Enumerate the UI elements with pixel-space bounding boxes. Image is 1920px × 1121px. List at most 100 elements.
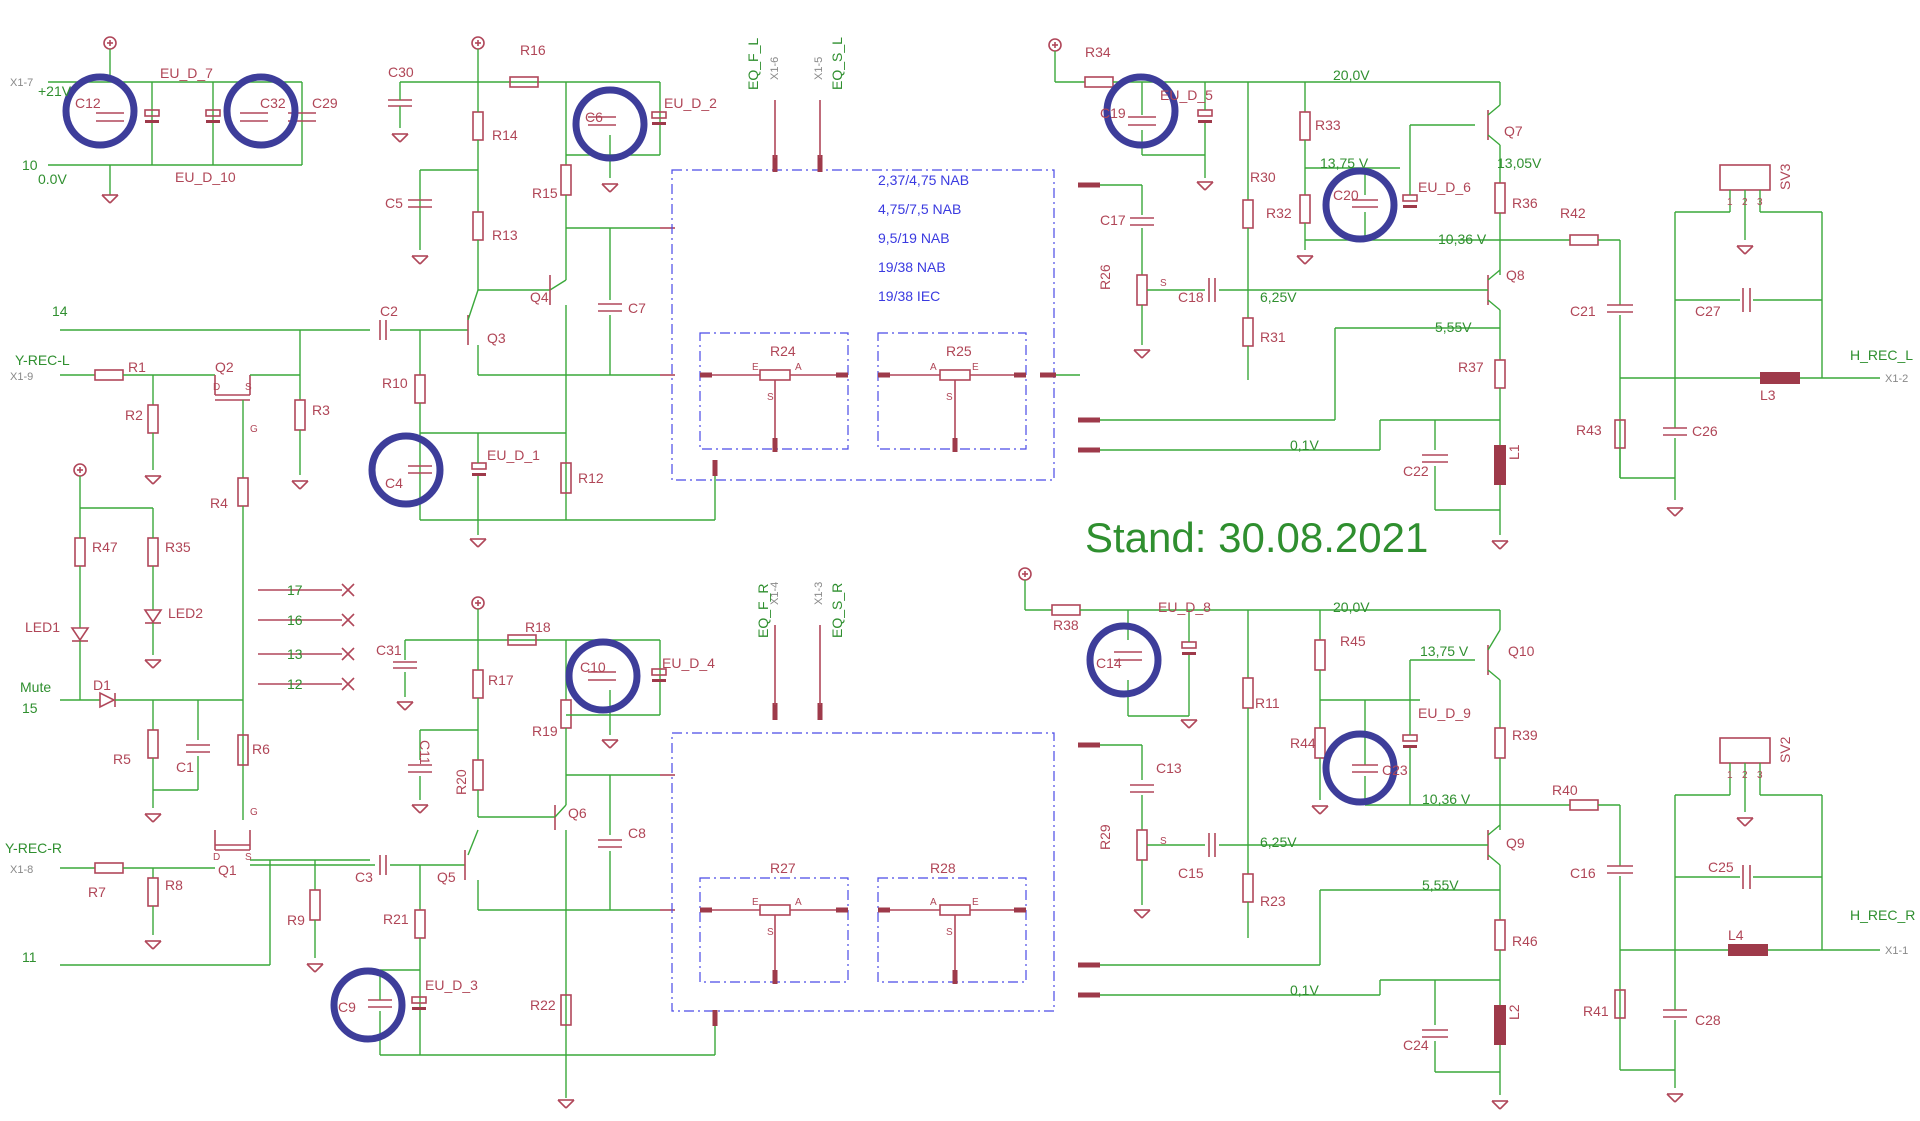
part-label: EU_D_3 — [425, 977, 478, 993]
connector-x1-7: X1-7 — [10, 77, 33, 89]
voltage-label: 6,25V — [1260, 834, 1297, 850]
part-label: C4 — [385, 475, 403, 491]
part-label: Q10 — [1508, 643, 1535, 659]
pin-mark: S — [1160, 278, 1167, 289]
part-label: Q6 — [568, 805, 587, 821]
output-stage-bottom — [1018, 567, 1880, 1110]
part-label: EU_D_8 — [1158, 599, 1211, 615]
eq-mode-5: 19/38 IEC — [878, 288, 940, 304]
part-label: EU_D_9 — [1418, 705, 1471, 721]
net-eq-f-l: EQ_F_L — [745, 38, 761, 90]
pin-mark: 3 — [1757, 197, 1763, 208]
part-label: R30 — [1250, 169, 1276, 185]
part-label: R46 — [1512, 933, 1538, 949]
part-label: C16 — [1570, 865, 1596, 881]
voltage-label: 20,0V — [1333, 67, 1370, 83]
net-11: 11 — [22, 949, 37, 965]
highlight-circle — [1322, 730, 1398, 806]
voltage-label: 13,05V — [1497, 155, 1542, 171]
pin-mark: G — [250, 424, 258, 435]
pin-mark: 1 — [1727, 197, 1733, 208]
pin-mark: G — [250, 807, 258, 818]
pin-mark: S — [946, 392, 953, 403]
net-15: 15 — [22, 700, 38, 716]
part-label: R28 — [930, 860, 956, 876]
part-label: C25 — [1708, 859, 1734, 875]
pin-mark: S — [767, 927, 774, 938]
part-label: C27 — [1695, 303, 1721, 319]
part-label: C15 — [1178, 865, 1204, 881]
part-label: R20 — [453, 769, 469, 795]
part-label: C19 — [1100, 105, 1126, 121]
part-label: R2 — [125, 407, 143, 423]
net-12: 12 — [287, 676, 303, 692]
part-label: R33 — [1315, 117, 1341, 133]
part-label: R40 — [1552, 782, 1578, 798]
connector-x1-3: X1-3 — [813, 582, 825, 605]
part-label: R27 — [770, 860, 796, 876]
input-stage-left — [60, 330, 370, 973]
pin-mark: D — [213, 382, 220, 393]
part-label: Q7 — [1504, 123, 1523, 139]
net-y-rec-r: Y-REC-R — [5, 840, 62, 856]
preamp-left — [60, 36, 716, 548]
pin-mark: 3 — [1757, 770, 1763, 781]
part-label: R23 — [1260, 893, 1286, 909]
part-label: EU_D_6 — [1418, 179, 1471, 195]
output-stage-top — [1048, 38, 1880, 550]
eq-box-bottom — [671, 625, 1055, 1026]
eq-mode-3: 9,5/19 NAB — [878, 230, 950, 246]
part-label: C29 — [312, 95, 338, 111]
part-label: R37 — [1458, 359, 1484, 375]
part-label: R13 — [492, 227, 518, 243]
part-label: R38 — [1053, 617, 1079, 633]
connector-x1-2: X1-2 — [1885, 373, 1908, 385]
part-label: C32 — [260, 95, 286, 111]
part-label: R39 — [1512, 727, 1538, 743]
pin-mark: E — [752, 362, 759, 373]
highlight-circle — [565, 638, 641, 714]
part-label: R32 — [1266, 205, 1292, 221]
part-label: R15 — [532, 185, 558, 201]
connector-x1-6: X1-6 — [769, 57, 781, 80]
highlight-circle — [1322, 167, 1398, 243]
part-label: R21 — [383, 911, 409, 927]
part-label: R44 — [1290, 735, 1316, 751]
part-label: R5 — [113, 751, 131, 767]
part-label: R47 — [92, 539, 118, 555]
part-label: R42 — [1560, 205, 1586, 221]
part-label: R41 — [1583, 1003, 1609, 1019]
pin-mark: 2 — [1742, 197, 1748, 208]
part-label: R9 — [287, 912, 305, 928]
part-label: C20 — [1333, 187, 1359, 203]
part-label: Q3 — [487, 330, 506, 346]
part-label: C28 — [1695, 1012, 1721, 1028]
pin-mark: E — [972, 362, 979, 373]
voltage-label: 5,55V — [1435, 319, 1472, 335]
net-eq-s-r: EQ_S_R — [829, 583, 845, 638]
highlight-circle — [223, 73, 299, 149]
part-label: SV2 — [1777, 736, 1793, 763]
part-label: R11 — [1255, 695, 1280, 711]
part-label: R26 — [1097, 264, 1113, 290]
net-14: 14 — [52, 303, 68, 319]
part-label: Q4 — [530, 289, 549, 305]
net-21v: +21V — [38, 83, 72, 99]
connector-x1-4: X1-4 — [769, 582, 781, 605]
part-label: R12 — [578, 470, 604, 486]
highlight-circle — [62, 73, 138, 149]
part-label: C17 — [1100, 212, 1126, 228]
highlight-circle — [572, 86, 648, 162]
part-label: R10 — [382, 375, 408, 391]
part-label: C24 — [1403, 1037, 1429, 1053]
part-label: EU_D_1 — [487, 447, 540, 463]
part-label: C23 — [1382, 762, 1408, 778]
supply-filter — [48, 36, 316, 204]
part-label: C6 — [585, 109, 603, 125]
connector-x1-9: X1-9 — [10, 371, 33, 383]
connector-x1-5: X1-5 — [813, 57, 825, 80]
connector-x1-1: X1-1 — [1885, 945, 1908, 957]
part-label: C13 — [1156, 760, 1182, 776]
labels: Stand: 30.08.2021 2,37/4,75 NAB 4,75/7,5… — [5, 37, 1915, 1053]
part-label: R18 — [525, 619, 551, 635]
